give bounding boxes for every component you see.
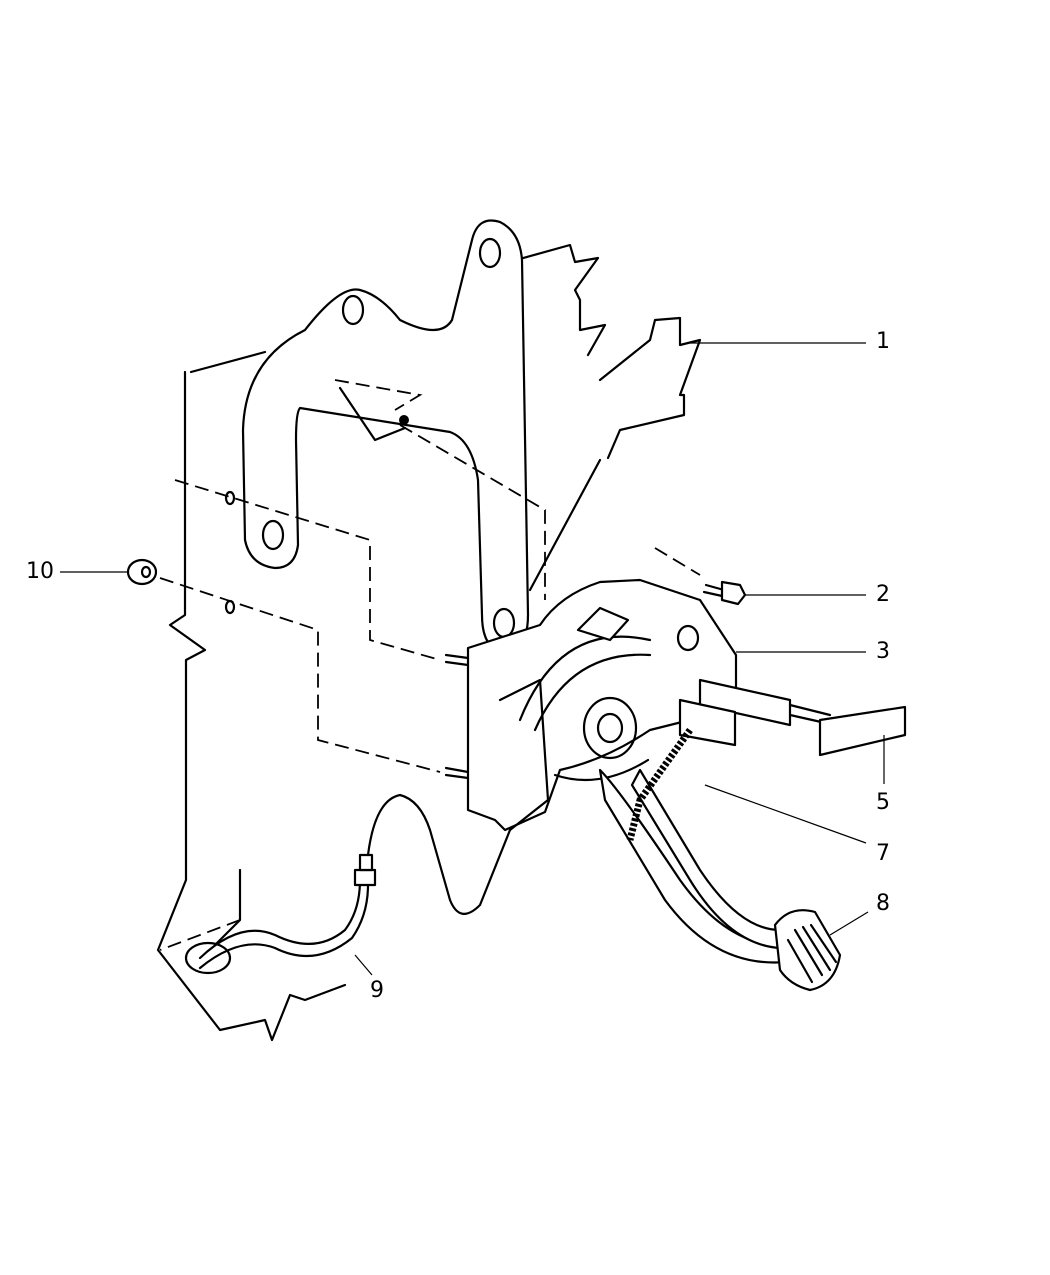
leader-lines <box>60 342 885 976</box>
dash-panel <box>156 243 702 1042</box>
callout-10: 10 <box>26 559 54 584</box>
callout-7: 7 <box>876 841 890 866</box>
part-9-switch-cable <box>184 793 512 975</box>
callout-9: 9 <box>370 978 384 1003</box>
part-2-bolt <box>702 580 747 606</box>
part-5-release-handle <box>678 678 907 757</box>
callout-3: 3 <box>876 639 890 664</box>
part-7-ratchet-strap <box>626 727 693 841</box>
callout-2: 2 <box>876 582 890 607</box>
callout-5: 5 <box>876 790 890 815</box>
callout-1: 1 <box>876 329 890 354</box>
part-8-pedal-arm <box>598 768 842 992</box>
part-3-pedal-bracket <box>466 578 738 832</box>
mounting-studs <box>444 653 470 780</box>
part-10-nut <box>126 558 158 586</box>
callout-8: 8 <box>876 891 890 916</box>
part-1-mounting-bracket <box>241 219 530 654</box>
